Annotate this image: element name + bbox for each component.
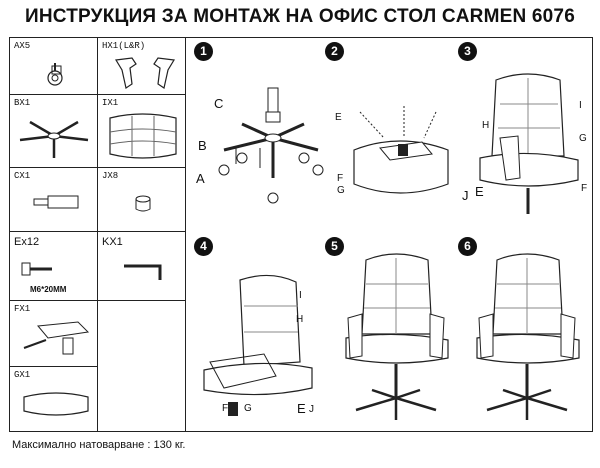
step4-illustration [200,266,330,416]
step3-label-g: G [579,133,587,144]
step1-label-b: B [198,138,207,153]
part-label-gx1: GX1 [14,370,31,380]
step4-label-h: H [296,314,304,325]
step1-label-c: C [214,96,224,111]
part-label-ex12: Ex12 [14,236,40,248]
step3-label-e: E [475,184,484,199]
part-label-ix1: IX1 [102,98,119,108]
bolt-spec: M6*20MM [30,285,67,294]
divider [10,94,185,95]
divider [10,366,97,367]
base-part-image [14,110,94,162]
seat-part-image [102,108,182,164]
mechanism-part-image [18,318,93,363]
divider [10,231,185,232]
armrest-part-image [110,54,180,92]
step6-illustration [465,248,589,428]
step1-label-a: A [196,171,205,186]
part-label-cx1: CX1 [14,171,31,181]
step-number-3: 3 [458,42,477,61]
bolt-part-image [18,258,58,280]
hex-key-part-image [120,260,170,284]
step-number-2: 2 [325,42,344,61]
cap-part-image [130,193,156,217]
part-label-bx1: BX1 [14,98,31,108]
step3-label-h: H [482,120,490,131]
part-label-fx1: FX1 [14,304,31,314]
backrest-plate-part-image [18,383,93,425]
gas-lift-part-image [30,188,90,218]
step1-illustration [200,78,330,228]
part-label-kx1: KX1 [102,236,123,248]
step-number-5: 5 [325,237,344,256]
step3-label-j: J [462,188,469,203]
step4-label-g: G [244,403,252,414]
step2-label-g: G [337,185,345,196]
part-label-ax5: AX5 [14,41,31,51]
divider [185,38,186,431]
step-number-4: 4 [194,237,213,256]
divider [10,300,185,301]
part-label-hx1: HX1(L&R) [102,41,146,51]
step3-illustration [470,68,588,228]
step4-label-e: E [297,401,306,416]
step3-label-i: I [579,100,582,111]
step5-illustration [332,248,460,428]
step2-label-f: F [337,173,344,184]
step-number-6: 6 [458,237,477,256]
step3-label-f: F [581,183,588,194]
max-load-note: Максимално натоварване : 130 кг. [12,439,186,451]
page-title: ИНСТРУКЦИЯ ЗА МОНТАЖ НА ОФИС СТОЛ CARMEN… [25,6,575,27]
divider [10,167,185,168]
step4-label-f: F [222,403,229,414]
instruction-grid: AX5 HX1(L&R) BX1 IX1 CX1 JX8 Ex12 KX1 FX… [9,37,593,432]
divider [97,38,98,431]
step-number-1: 1 [194,42,213,61]
step2-illustration [340,98,460,228]
step4-label-i: I [299,290,302,301]
step2-label-e: E [335,112,342,123]
step4-label-j: J [309,404,314,415]
caster-part-image [35,58,75,90]
part-label-jx8: JX8 [102,171,119,181]
